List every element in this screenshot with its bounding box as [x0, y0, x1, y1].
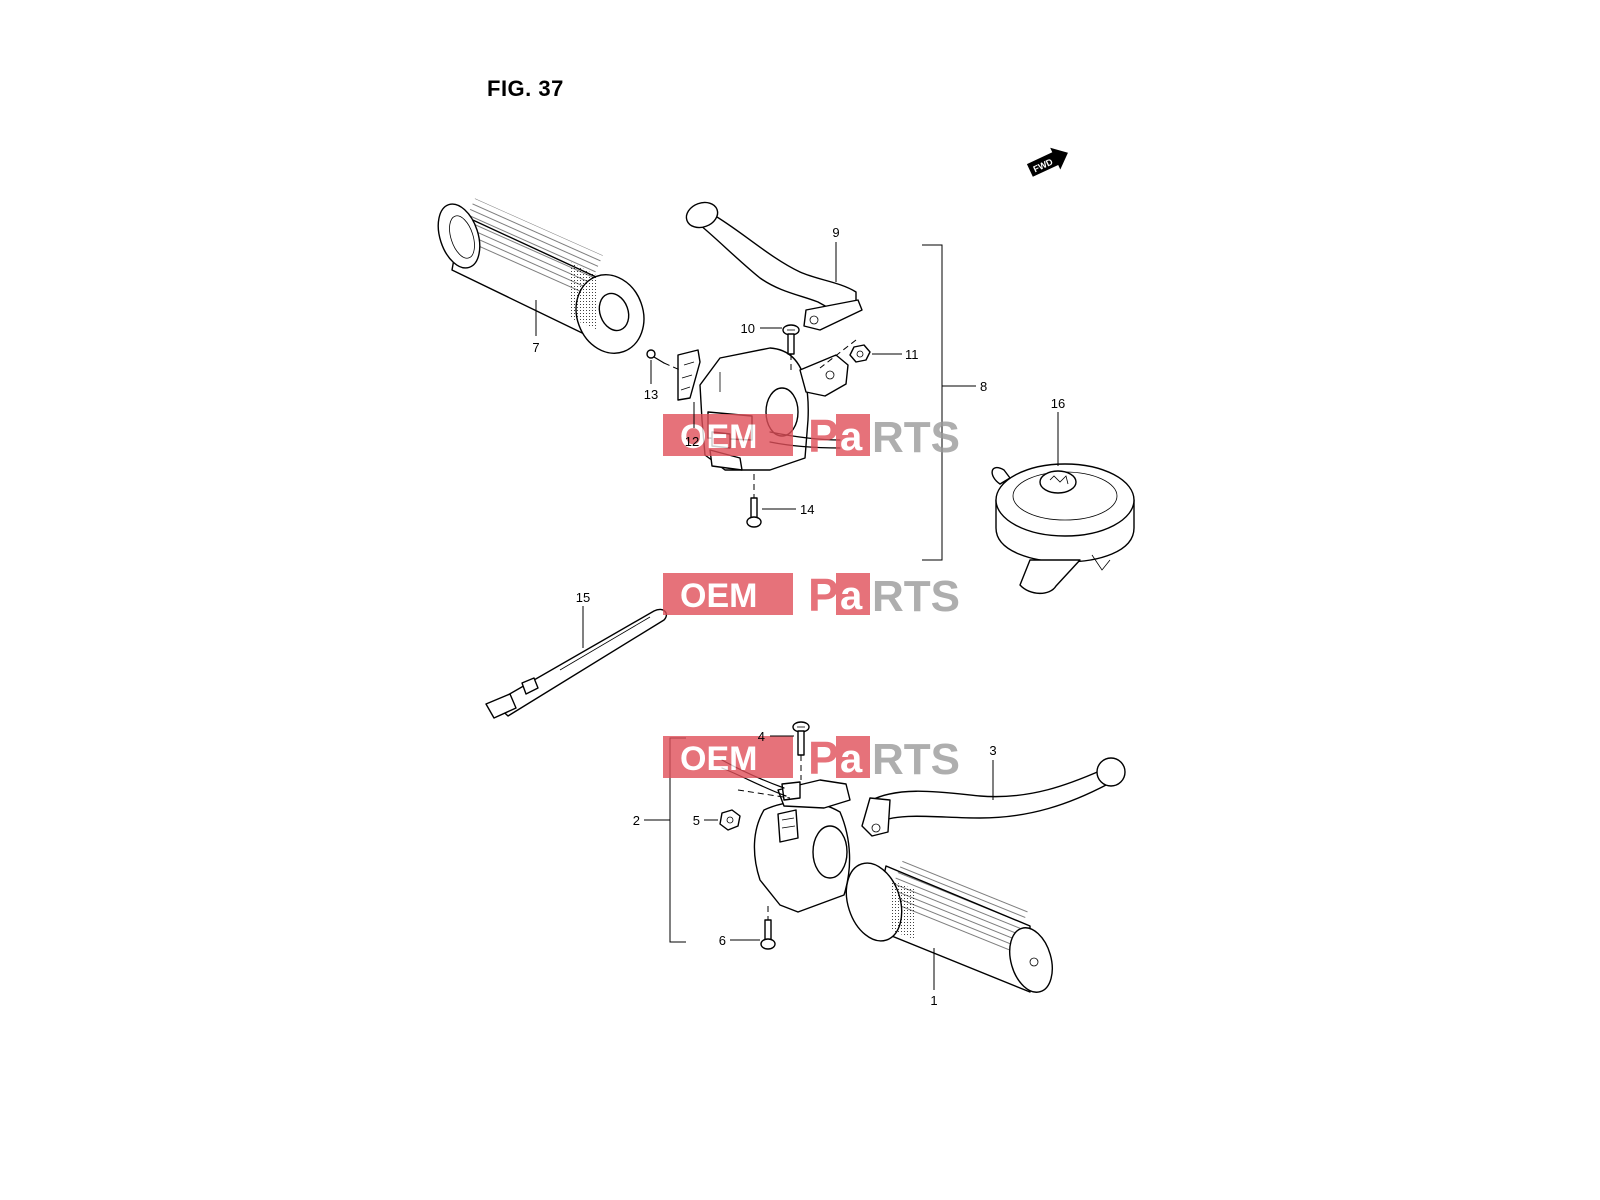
callout-2: 2	[633, 813, 670, 828]
callout-3: 3	[989, 743, 997, 800]
part-7-left-grip	[437, 198, 645, 354]
callout-7: 7	[532, 300, 540, 355]
part-13-screw	[646, 349, 681, 371]
part-4-screw	[792, 721, 810, 780]
svg-text:5: 5	[693, 813, 700, 828]
part-16-horn	[991, 463, 1135, 595]
callout-5: 5	[693, 813, 718, 828]
part-14-screw	[746, 474, 762, 528]
svg-text:a: a	[840, 737, 863, 781]
part-9-lever	[685, 201, 863, 331]
figure-title: FIG. 37	[487, 76, 564, 101]
svg-text:OEM: OEM	[680, 740, 757, 778]
svg-text:15: 15	[576, 590, 590, 605]
svg-text:BIKE: BIKE	[782, 748, 792, 770]
svg-text:P: P	[808, 732, 839, 784]
svg-text:P: P	[808, 569, 839, 621]
svg-text:4: 4	[758, 729, 765, 744]
bracket-8	[922, 244, 943, 561]
callout-10: 10	[741, 321, 782, 336]
svg-text:12: 12	[685, 434, 699, 449]
svg-text:P: P	[808, 410, 839, 462]
svg-text:3: 3	[989, 743, 996, 758]
part-2-switch-housing	[721, 759, 851, 913]
fwd-marker: FWD	[1026, 147, 1068, 177]
callout-16: 16	[1051, 396, 1065, 466]
svg-text:13: 13	[644, 387, 658, 402]
svg-text:8: 8	[980, 379, 987, 394]
watermark-top: OEM BIKE P a RTS	[663, 410, 960, 462]
part-10-screw	[782, 324, 800, 372]
watermark-middle: OEM BIKE P a RTS	[663, 569, 960, 621]
svg-text:RTS: RTS	[872, 572, 960, 621]
svg-text:RTS: RTS	[872, 413, 960, 462]
svg-text:6: 6	[719, 933, 726, 948]
svg-text:a: a	[840, 574, 863, 618]
svg-text:BIKE: BIKE	[782, 426, 792, 448]
callout-8: 8	[942, 379, 987, 394]
callout-11: 11	[872, 347, 919, 362]
svg-text:BIKE: BIKE	[782, 585, 792, 607]
svg-text:OEM: OEM	[680, 577, 757, 615]
part-1-right-grip	[845, 856, 1053, 993]
part-3-lever	[861, 757, 1126, 837]
callout-14: 14	[762, 502, 814, 517]
svg-text:a: a	[840, 415, 863, 459]
svg-text:7: 7	[532, 340, 539, 355]
svg-text:16: 16	[1051, 396, 1065, 411]
callout-12: 12	[685, 402, 699, 449]
callout-9: 9	[832, 225, 840, 282]
part-6-screw	[760, 906, 776, 950]
svg-text:2: 2	[633, 813, 640, 828]
watermark-bottom: OEM BIKE P a RTS	[663, 732, 960, 784]
callout-1: 1	[930, 948, 938, 1008]
svg-text:14: 14	[800, 502, 814, 517]
callout-15: 15	[576, 590, 590, 648]
svg-text:9: 9	[832, 225, 839, 240]
svg-text:10: 10	[741, 321, 755, 336]
part-11-nut	[819, 339, 871, 369]
callout-4: 4	[758, 729, 794, 744]
part-5-nut	[719, 809, 741, 831]
part-15-cable-tie	[485, 608, 668, 719]
callouts: 7 9 10 11 13 12	[532, 225, 1065, 1008]
svg-text:OEM: OEM	[680, 418, 757, 456]
svg-text:11: 11	[905, 347, 919, 362]
svg-text:RTS: RTS	[872, 735, 960, 784]
callout-13: 13	[644, 360, 658, 402]
svg-text:1: 1	[930, 993, 937, 1008]
part-12-switch-knob	[677, 349, 701, 401]
forward-arrow-icon: FWD	[1026, 147, 1068, 177]
callout-6: 6	[719, 933, 760, 948]
